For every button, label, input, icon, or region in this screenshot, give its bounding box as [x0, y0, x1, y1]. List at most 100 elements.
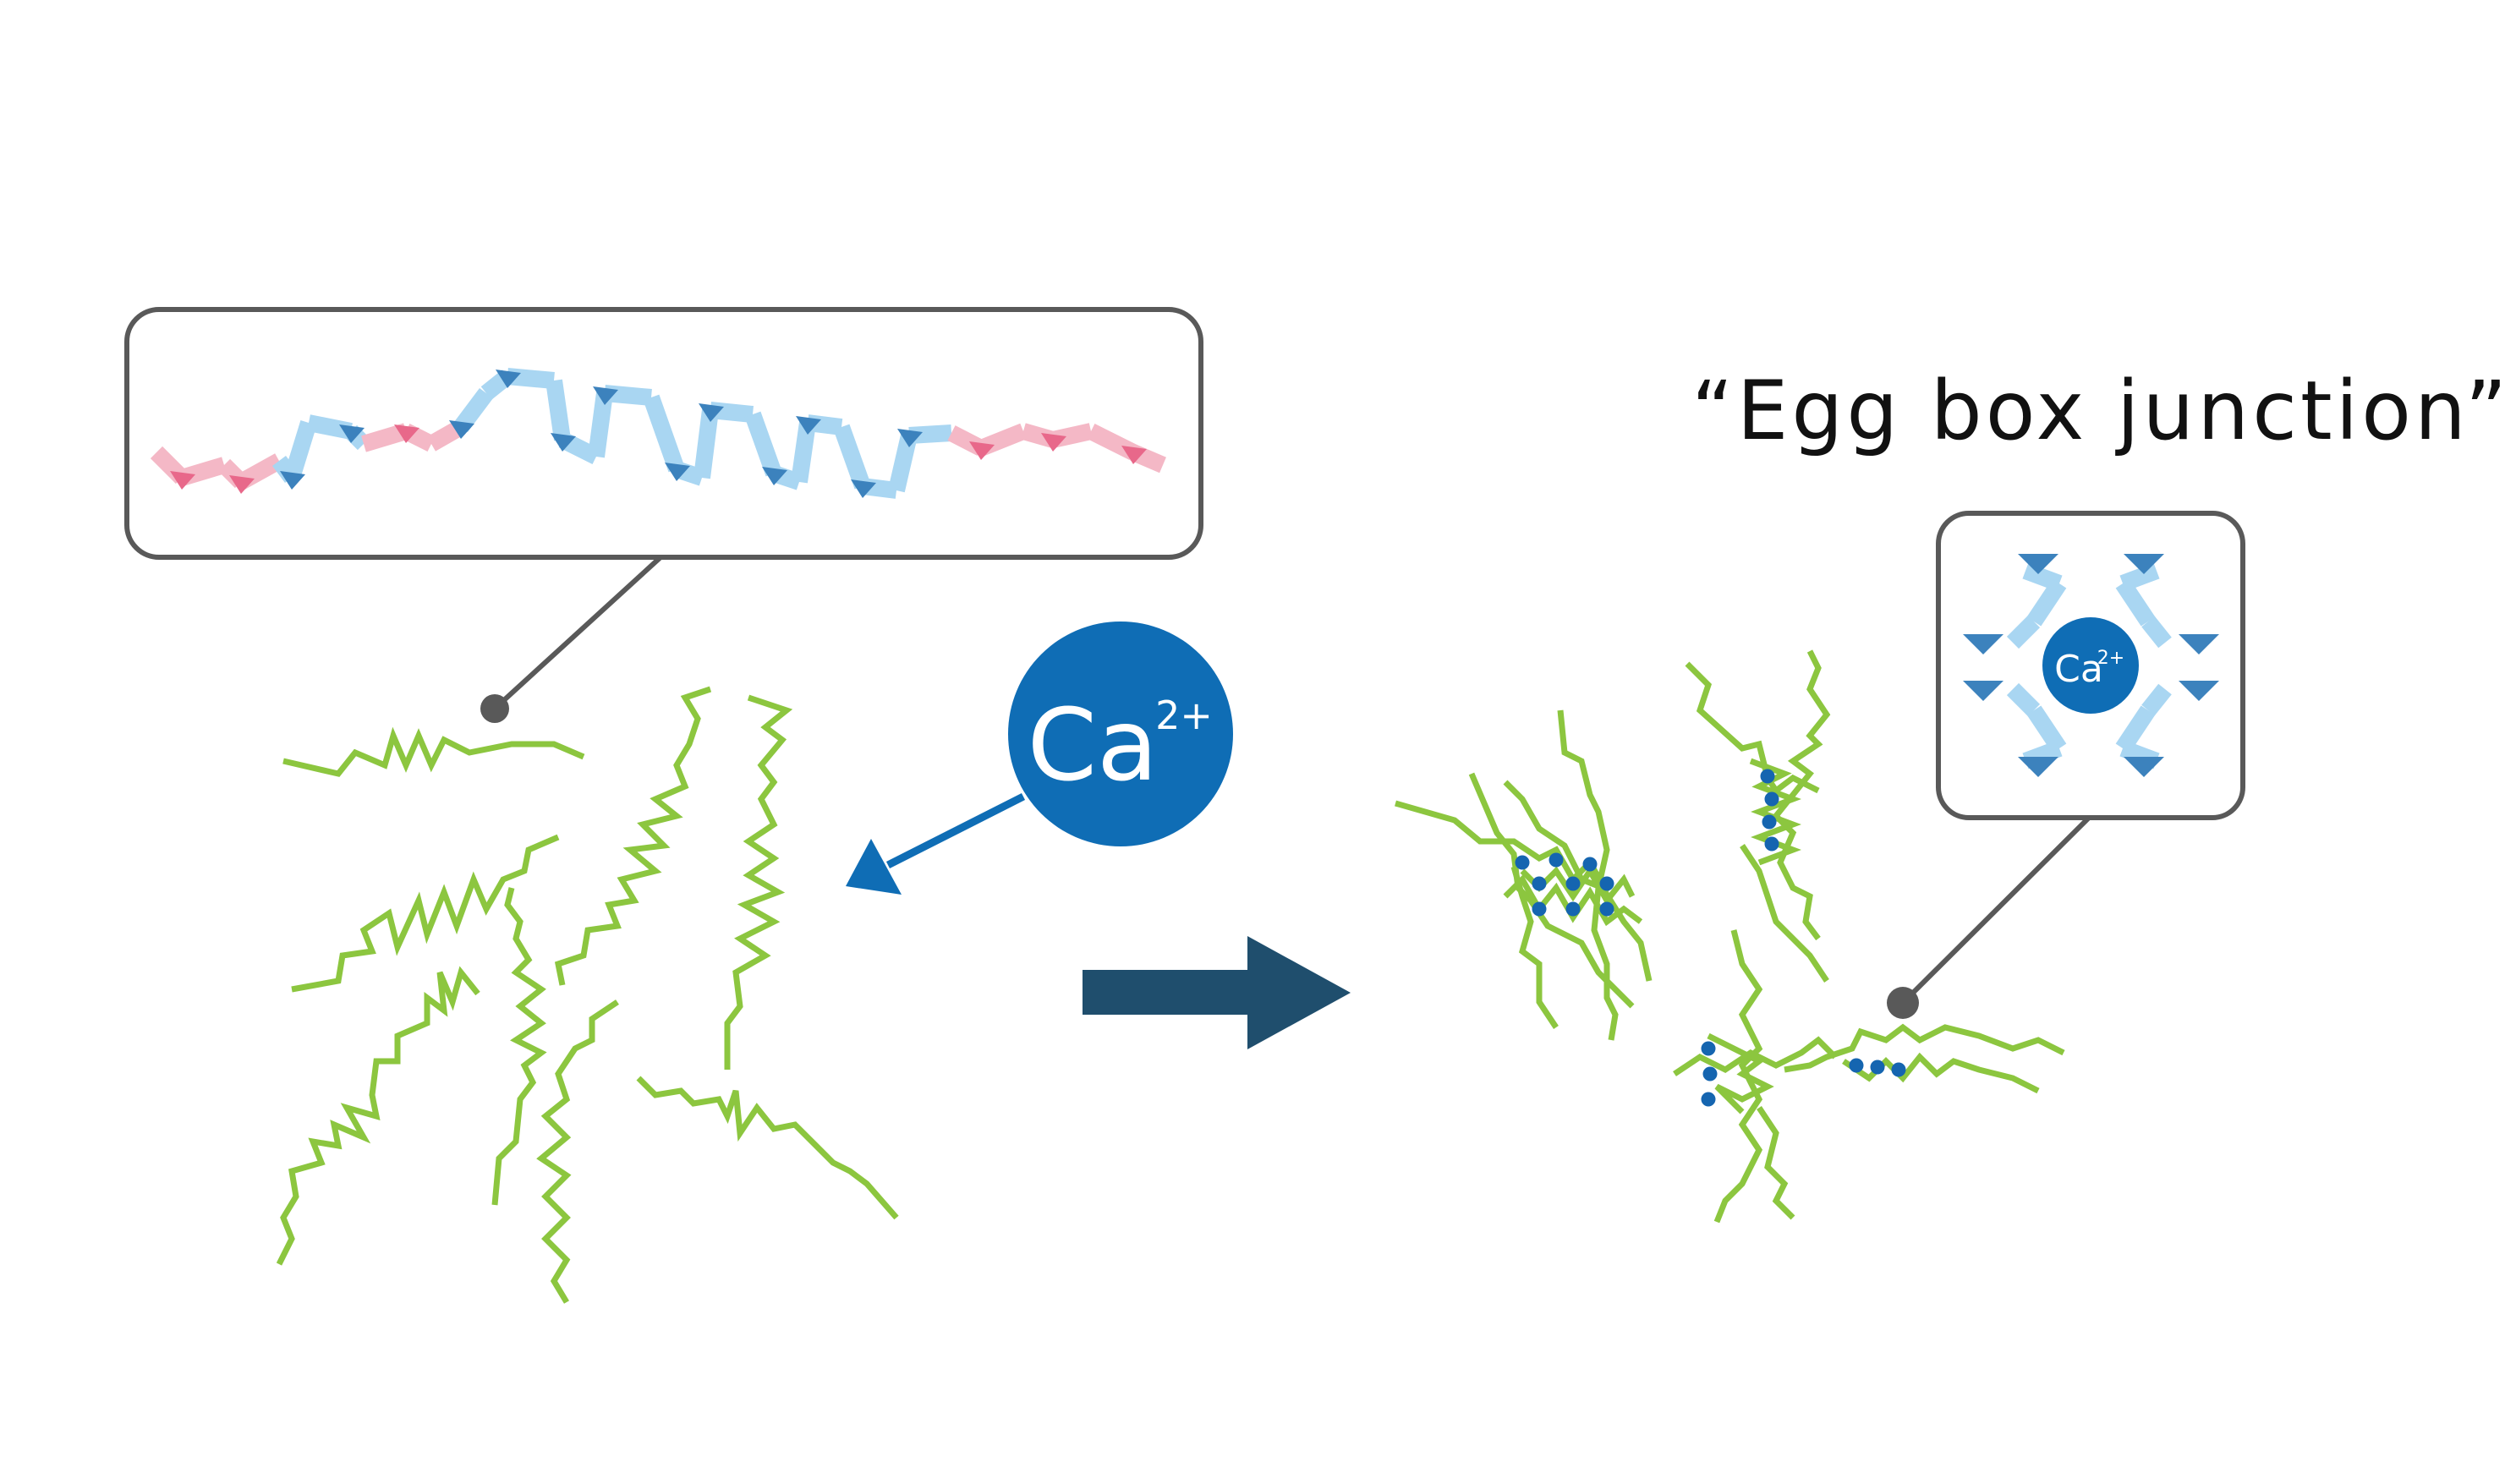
gel-chain-strand	[1757, 1106, 1795, 1220]
chain-joint	[851, 479, 876, 498]
chain-joint	[449, 420, 474, 439]
ca-symbol: Ca	[1028, 687, 1159, 803]
chain-segment	[643, 394, 685, 473]
chain-joint	[339, 424, 365, 443]
gel-chain-strand	[1784, 1023, 2065, 1073]
chain-joint	[699, 403, 724, 422]
chain-segment	[361, 423, 408, 452]
callout-leader-line	[492, 556, 662, 711]
ca-binding-dot	[1532, 901, 1547, 917]
chain-callout	[124, 307, 1203, 723]
free-chain-strand	[636, 1076, 899, 1220]
free-chain-strand	[282, 726, 585, 777]
ca-binding-dot	[1762, 814, 1777, 830]
gel-chain-strand	[1510, 866, 1559, 1029]
free-chain-strand	[536, 999, 619, 1304]
eggbox-joint	[1963, 681, 2003, 701]
ca-binding-dot	[1599, 876, 1614, 891]
ca-binding-dot	[1849, 1058, 1864, 1073]
chain-joint	[229, 475, 255, 494]
ca-binding-dot	[1891, 1062, 1906, 1077]
ion-arrow-shaft	[885, 792, 1026, 869]
chain-joint	[280, 471, 305, 490]
gel-chain-strand	[1749, 758, 1801, 866]
chain-joint	[897, 429, 923, 447]
chain-segment	[744, 411, 782, 477]
ca-binding-sites	[1515, 769, 1906, 1107]
chain-joint	[394, 424, 419, 443]
junction-leader-line	[1900, 815, 2091, 1005]
gel-chain-strand	[1685, 661, 1820, 796]
eggbox-joint	[2124, 757, 2164, 777]
chain-joint	[551, 433, 576, 452]
junction-ca-ion	[2042, 617, 2139, 714]
eggbox-joint	[2179, 634, 2219, 654]
chain-segment	[283, 420, 317, 480]
ca-binding-dot	[1582, 857, 1598, 872]
eggbox-segment	[2115, 578, 2156, 627]
eggbox-segment	[2006, 615, 2041, 649]
chain-joint	[1121, 446, 1147, 464]
polymer-chain-icon	[150, 368, 1166, 499]
ca-binding-dot	[1515, 855, 1530, 870]
chain-segment	[588, 392, 613, 458]
egg-box-title: “Egg box junction”	[1691, 364, 2511, 458]
free-chains	[276, 686, 899, 1304]
ca-binding-dot	[1870, 1060, 1885, 1075]
ca-binding-dot	[1599, 901, 1614, 917]
free-chain-strand	[276, 966, 480, 1266]
eggbox-joint	[2018, 554, 2058, 574]
eggbox-joint	[2124, 554, 2164, 574]
ca-ion-group: Ca 2+	[846, 622, 1233, 895]
eggbox-segment	[2141, 683, 2172, 716]
ca-ion-icon	[1008, 622, 1233, 846]
chain-joint	[665, 463, 690, 481]
ca-binding-dot	[1764, 836, 1779, 852]
eggbox-segment	[2026, 578, 2067, 627]
chain-joint	[796, 416, 821, 435]
gel-chain-strand	[1503, 874, 1643, 927]
chain-joint	[593, 386, 618, 405]
gel-chain-strand	[1740, 844, 1829, 983]
chain-joint	[762, 467, 787, 485]
chain-segment	[545, 379, 571, 441]
junction-ca-symbol: Ca	[2054, 648, 2103, 691]
chain-segment	[888, 433, 918, 493]
ca-binding-dot	[1532, 876, 1547, 891]
ca-binding-dot	[1565, 876, 1581, 891]
junction-anchor-dot	[1887, 987, 1919, 1019]
chain-joint	[170, 471, 195, 490]
gel-chain-strand	[1713, 929, 1763, 1224]
ca-charge: 2+	[1155, 693, 1213, 738]
ca-binding-dot	[1701, 1092, 1716, 1107]
ca-binding-dot	[1565, 901, 1581, 917]
eggbox-segment	[2006, 682, 2041, 717]
chain-segment	[454, 388, 493, 432]
eggbox-segment	[2141, 616, 2172, 649]
gel-chain-strand	[1557, 709, 1619, 1041]
free-chain-strand	[291, 834, 560, 993]
eggbox-joint	[1963, 634, 2003, 654]
gel-chain-strand	[1673, 1036, 1838, 1076]
ca-binding-dot	[1764, 791, 1779, 807]
chain-joint	[496, 370, 521, 388]
eggbox-joint	[2018, 757, 2058, 777]
ca-binding-dot	[1549, 852, 1564, 868]
chain-segment	[833, 424, 871, 490]
callout-anchor-dot	[480, 694, 509, 723]
ca-binding-dot	[1702, 1066, 1718, 1082]
free-chain-strand	[724, 694, 793, 1070]
chain-joint	[969, 441, 995, 460]
process-arrow-icon	[1083, 936, 1351, 1049]
chain-joint	[1041, 433, 1066, 452]
free-chain-strand	[491, 887, 547, 1206]
ion-arrow-head	[846, 839, 902, 895]
egg-box-junction-icon	[1963, 554, 2219, 777]
eggbox-joint	[2179, 681, 2219, 701]
chain-segment	[693, 408, 719, 479]
junction-ca-charge: 2+	[2097, 648, 2124, 669]
ca-binding-dot	[1701, 1041, 1716, 1056]
chain-segment	[791, 421, 816, 484]
